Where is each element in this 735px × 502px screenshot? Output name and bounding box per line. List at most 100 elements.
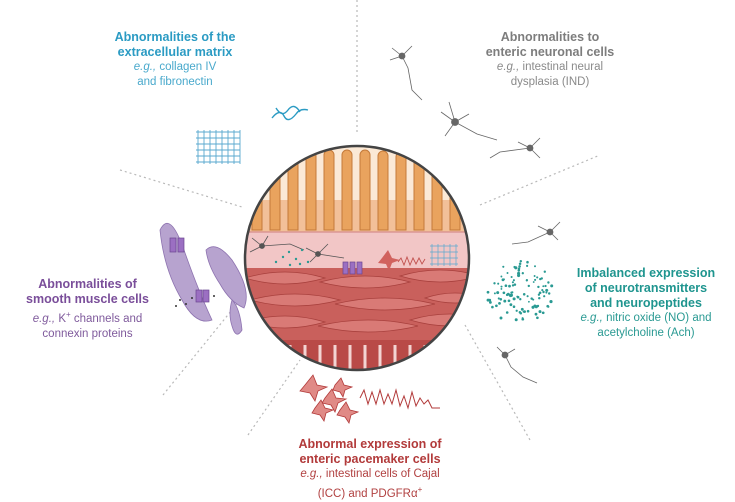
ecm-mesh-icon [196,130,241,164]
submucosa-icc [378,250,400,271]
neurotransmitter-dot [547,281,550,284]
neuron-icons [389,45,561,384]
neurotransmitter-dot [495,304,498,308]
neurotransmitter-dot [493,292,496,295]
neurotransmitter-dot [505,293,509,297]
cross-section-border [243,144,471,372]
neurotransmitter-dot [506,272,509,274]
neurotransmitter-dot [531,305,535,309]
label-neurotransmitters: Imbalanced expression of neurotransmitte… [560,266,732,341]
pacemaker-title-line1: Abnormal expression of [298,437,442,451]
neuronal-example-line2: dysplasia (IND) [510,76,590,88]
nt-example-line2: acetylcholine (Ach) [597,327,695,339]
ecm-title-line1: Abnormalities of the [114,30,236,44]
neurotransmitter-dot [540,277,543,280]
neurotransmitter-dot [510,275,513,279]
neurotransmitter-dot [519,298,522,301]
neurotransmitter-dot [533,275,536,277]
neurotransmitter-dot [508,284,511,288]
neuronal-example-line1: e.g., intestinal neural [496,61,604,73]
neurotransmitter-dot [536,316,539,320]
neurotransmitter-dot [500,285,503,288]
pacemaker-example-line2: (ICC) and PDGFRα+ [317,485,423,500]
neurotransmitter-dot [538,291,542,295]
slow-wave-trace [359,388,440,410]
neurotransmitter-dot [503,299,507,303]
ecm-example-line1: e.g., collagen IV [133,61,217,73]
neurotransmitter-dot [532,298,535,301]
smooth-muscle-title-line2: smooth muscle cells [26,292,149,306]
neurotransmitter-dot [541,311,545,315]
neurotransmitter-dot [545,291,548,294]
label-smooth-muscle: Abnormalities of smooth muscle cells e.g… [5,277,170,342]
neurotransmitter-dot [525,279,529,282]
neurotransmitter-dot [498,302,501,305]
neurotransmitter-dots [486,259,554,322]
neurotransmitter-dot [517,267,521,271]
neurotransmitter-dot [512,305,516,308]
neurotransmitter-dot [526,295,529,298]
pacemaker-example-line1: e.g., intestinal cells of Cajal [300,468,440,480]
neurotransmitter-dot [509,303,513,307]
nt-title-line1: Imbalanced expression [576,266,716,280]
nt-title-line3: and neuropeptides [590,296,702,310]
divider-lines [119,0,601,441]
ion-channel-icons [169,237,210,303]
neurotransmitter-dot [486,290,490,294]
neurotransmitter-dot [538,296,541,300]
ion-dots [175,295,215,307]
neurotransmitter-dot [515,309,518,312]
neurotransmitter-dot [526,260,529,264]
neuronal-title-line2: enteric neuronal cells [485,45,615,59]
neurotransmitter-dot [546,289,549,292]
neurotransmitter-dot [520,307,524,311]
neurotransmitter-dot [511,281,514,284]
submucosa-neurons [249,235,345,263]
neurotransmitter-dot [514,266,518,270]
smooth-muscle-title-line1: Abnormalities of [38,277,137,291]
submucosa-ecm-mesh [430,244,458,266]
neurotransmitter-dot [547,292,551,295]
smooth-muscle-example-line2: connexin proteins [42,327,133,340]
label-neuronal: Abnormalities to enteric neuronal cells … [455,30,645,90]
pacemaker-title-line2: enteric pacemaker cells [299,452,441,466]
neurotransmitter-dot [522,293,526,296]
neurotransmitter-dot [518,311,522,314]
neurotransmitter-dot [500,287,503,290]
neurotransmitter-dot [543,270,546,273]
divider-lower-mid-left [247,359,301,436]
neurotransmitter-dot [513,283,517,286]
neurotransmitter-dot [516,295,519,298]
neurotransmitter-dot [536,304,540,308]
collagen-helix-icon [271,105,309,121]
neurotransmitter-dot [519,259,523,263]
neurotransmitter-dot [511,284,515,287]
neurotransmitter-dot [522,310,525,313]
neurotransmitter-dot [500,275,503,278]
neurotransmitter-dot [521,272,524,275]
neurotransmitter-dot [499,316,503,320]
neurotransmitter-dot [549,300,553,304]
divider-lower-left [162,299,241,396]
neurotransmitter-dot [526,309,530,313]
neurotransmitter-dot [550,284,554,288]
label-ecm: Abnormalities of the extracellular matri… [75,30,275,90]
neurotransmitter-dot [542,290,545,294]
neurotransmitter-dot [534,278,537,281]
neurotransmitter-dot [488,300,492,304]
neurotransmitter-dot [532,281,535,283]
neurotransmitter-dot [526,264,529,267]
neurotransmitter-dot [537,293,541,296]
neurotransmitter-dot [507,299,511,303]
neurotransmitter-dot [496,291,500,295]
neurotransmitter-dot [502,265,505,268]
smooth-muscle-example-line1: e.g., K+ channels and [32,310,143,325]
nt-title-line2: of neurotransmitters [584,281,708,295]
neurotransmitter-dot [499,298,503,301]
neurotransmitter-dot [534,265,536,268]
neurotransmitter-dot [542,285,545,288]
neurotransmitter-dot [512,297,516,301]
neurotransmitter-dot [512,279,515,282]
neurotransmitter-dot [518,262,522,265]
